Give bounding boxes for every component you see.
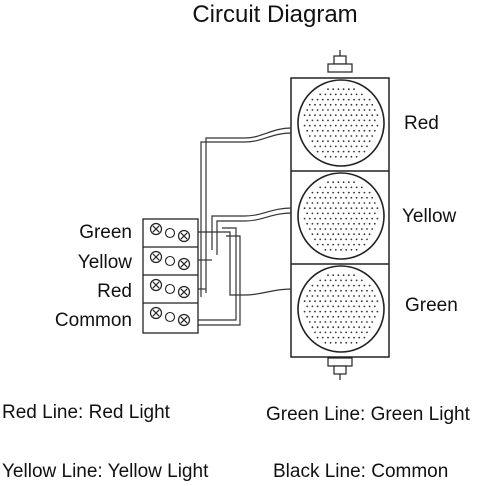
wires [197,127,292,326]
lamp-label-green: Green [405,295,458,316]
wire-yellow-2 [216,212,292,255]
wire-yellow [211,207,292,250]
lamp-yellow [297,172,385,260]
terminal-lug [164,255,176,267]
terminal-screw [149,250,163,264]
terminal-screw [149,222,163,236]
terminal-label-red: Red [97,281,132,302]
lamp-label-red: Red [404,113,439,134]
legend-yellow-line: Yellow Line: Yellow Light [2,461,209,482]
diagram-title: Circuit Diagram [192,1,358,28]
terminal-screw [149,278,163,292]
bottom-bracket [327,357,353,380]
wire-common-b [197,235,241,326]
wire-common-a [197,227,237,321]
legend-green-line: Green Line: Green Light [266,404,470,425]
wire-red-2 [200,132,292,297]
wire-red [205,127,292,293]
lamp-green [297,265,385,353]
legend-red-line: Red Line: Red Light [2,402,170,423]
lamp-label-yellow: Yellow [402,206,457,227]
terminal-label-green: Green [79,222,132,243]
terminal-screw [177,257,191,271]
terminal-screw [149,306,163,320]
lamp-red [297,79,385,167]
terminal-lug [164,283,176,295]
terminal-screw [177,313,191,327]
wire-green [198,231,292,296]
terminal-lug [164,227,176,239]
legend-black-line: Black Line: Common [273,461,449,482]
terminal-label-yellow: Yellow [77,252,132,273]
terminal-lug [164,311,176,323]
terminal-screw [177,229,191,243]
terminal-screw [177,285,191,299]
top-bracket [327,50,353,73]
terminal-label-common: Common [54,310,132,331]
